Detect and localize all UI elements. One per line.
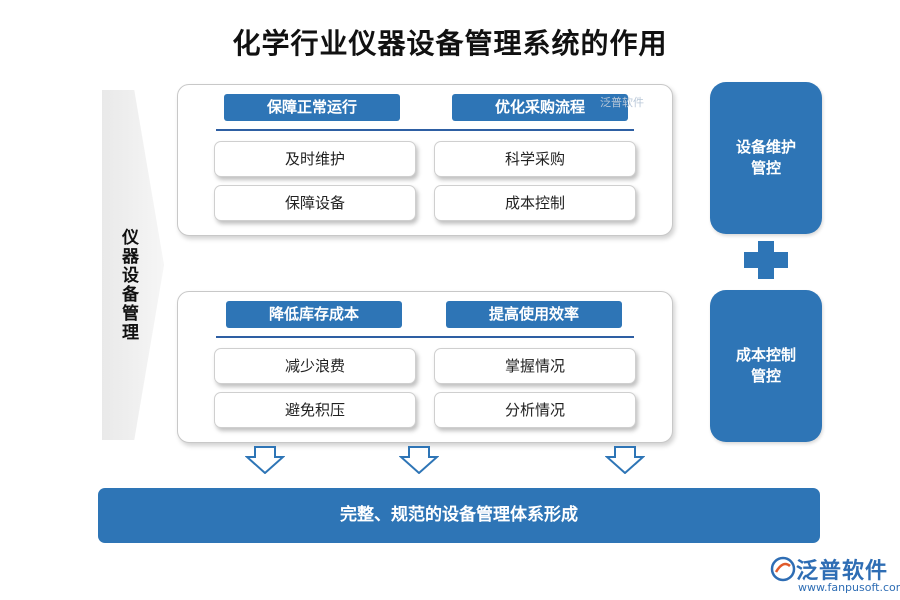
logo-name: 泛普软件	[796, 559, 889, 584]
right-box-cost: 成本控制 管控	[710, 290, 822, 442]
bottom-item-4: 分析情况	[434, 392, 636, 428]
down-arrow-icon	[399, 446, 439, 474]
brand-logo: 泛普软件 www.fanpusoft.com	[770, 552, 900, 598]
logo-url: www.fanpusoft.com	[798, 581, 900, 594]
bottom-result-bar: 完整、规范的设备管理体系形成	[98, 488, 820, 543]
left-label: 仪器设备管理	[118, 228, 138, 342]
bottom-item-2: 掌握情况	[434, 348, 636, 384]
right-box-maintenance-label: 设备维护 管控	[735, 138, 796, 177]
bottom-panel-rule	[216, 336, 634, 338]
down-arrow-icon	[605, 446, 645, 474]
top-panel-rule	[216, 129, 634, 131]
down-arrow-icon	[245, 446, 285, 474]
right-box-cost-label: 成本控制 管控	[735, 346, 796, 385]
bottom-item-1: 减少浪费	[214, 348, 416, 384]
bottom-head-2: 提高使用效率	[446, 301, 622, 328]
watermark-text: 泛普软件	[600, 96, 644, 109]
right-box-maintenance: 设备维护 管控	[710, 82, 822, 234]
bottom-panel: 降低库存成本 提高使用效率 减少浪费 掌握情况 避免积压 分析情况	[177, 291, 673, 443]
bottom-item-3: 避免积压	[214, 392, 416, 428]
top-item-3: 保障设备	[214, 185, 416, 221]
page-title: 化学行业仪器设备管理系统的作用	[232, 27, 668, 60]
top-head-2: 优化采购流程	[452, 94, 628, 121]
top-item-2: 科学采购	[434, 141, 636, 177]
top-item-4: 成本控制	[434, 185, 636, 221]
bottom-head-1: 降低库存成本	[226, 301, 402, 328]
logo-icon	[770, 556, 796, 582]
top-item-1: 及时维护	[214, 141, 416, 177]
top-head-1: 保障正常运行	[224, 94, 400, 121]
plus-icon	[744, 241, 788, 279]
top-panel: 保障正常运行 优化采购流程 泛普软件 及时维护 科学采购 保障设备 成本控制	[177, 84, 673, 236]
